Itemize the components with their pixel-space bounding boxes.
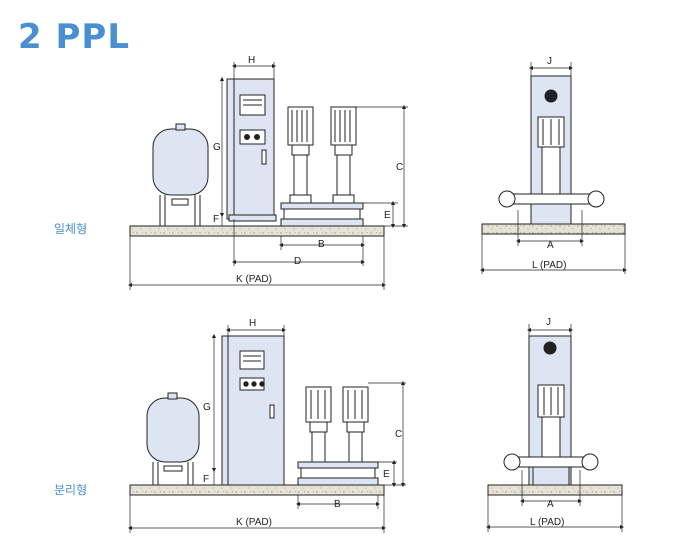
page-title: 2 PPL bbox=[18, 17, 130, 57]
valve-right bbox=[587, 190, 605, 208]
dim-label-d: D bbox=[294, 256, 301, 267]
dim-label-l: L (PAD) bbox=[530, 517, 564, 528]
dim-label-f: F bbox=[213, 214, 219, 225]
valve-left bbox=[498, 190, 516, 208]
dim-label-f: F bbox=[203, 474, 209, 485]
dim-label-h: H bbox=[249, 318, 256, 329]
integrated-front-view: H G F C E B D K (PAD) bbox=[127, 55, 408, 290]
dim-label-j: J bbox=[547, 56, 552, 67]
integrated-type-label: 일체형 bbox=[54, 222, 88, 236]
pump-unit-2 bbox=[342, 386, 369, 463]
dim-label-b: B bbox=[334, 499, 341, 510]
manifold bbox=[511, 193, 593, 205]
pump-base-frame bbox=[297, 461, 379, 486]
dim-label-k: K (PAD) bbox=[236, 517, 272, 528]
dim-label-c: C bbox=[395, 429, 402, 440]
dim-label-j: J bbox=[546, 317, 551, 328]
pump-unit-2 bbox=[330, 106, 357, 204]
valve-right bbox=[581, 453, 599, 471]
pump-unit-1 bbox=[305, 386, 332, 463]
pressure-tank bbox=[146, 392, 200, 485]
control-panel bbox=[221, 335, 285, 486]
pad-slab bbox=[129, 225, 385, 237]
fan-icon bbox=[544, 89, 558, 103]
dim-label-k: K (PAD) bbox=[236, 274, 272, 285]
dim-label-a: A bbox=[547, 499, 554, 510]
separated-side-view: J A L (PAD) bbox=[485, 317, 625, 532]
dim-label-c: C bbox=[396, 162, 403, 173]
dim-label-b: B bbox=[318, 239, 325, 250]
pad-slab bbox=[481, 223, 626, 235]
separated-front-view: H G F C E B K (PAD) bbox=[127, 318, 406, 533]
fan-icon bbox=[543, 341, 557, 355]
dim-label-a: A bbox=[547, 240, 554, 251]
pad-slab bbox=[487, 484, 623, 496]
pump-base-frame bbox=[280, 202, 364, 227]
pressure-tank bbox=[152, 123, 209, 226]
valve-left bbox=[503, 453, 521, 471]
dim-label-h: H bbox=[248, 55, 255, 66]
integrated-side-view: J A L (PAD) bbox=[479, 56, 628, 274]
dim-label-e: E bbox=[384, 210, 391, 221]
dim-label-g: G bbox=[213, 142, 221, 153]
manifold bbox=[517, 456, 585, 468]
control-panel bbox=[226, 78, 277, 222]
dim-label-g: G bbox=[203, 402, 211, 413]
separated-type-label: 분리형 bbox=[54, 483, 88, 497]
dimension-lines bbox=[127, 62, 408, 290]
dim-label-e: E bbox=[383, 469, 390, 480]
dim-label-l: L (PAD) bbox=[532, 260, 566, 271]
pad-slab bbox=[129, 484, 385, 496]
pump-unit-1 bbox=[287, 106, 314, 204]
